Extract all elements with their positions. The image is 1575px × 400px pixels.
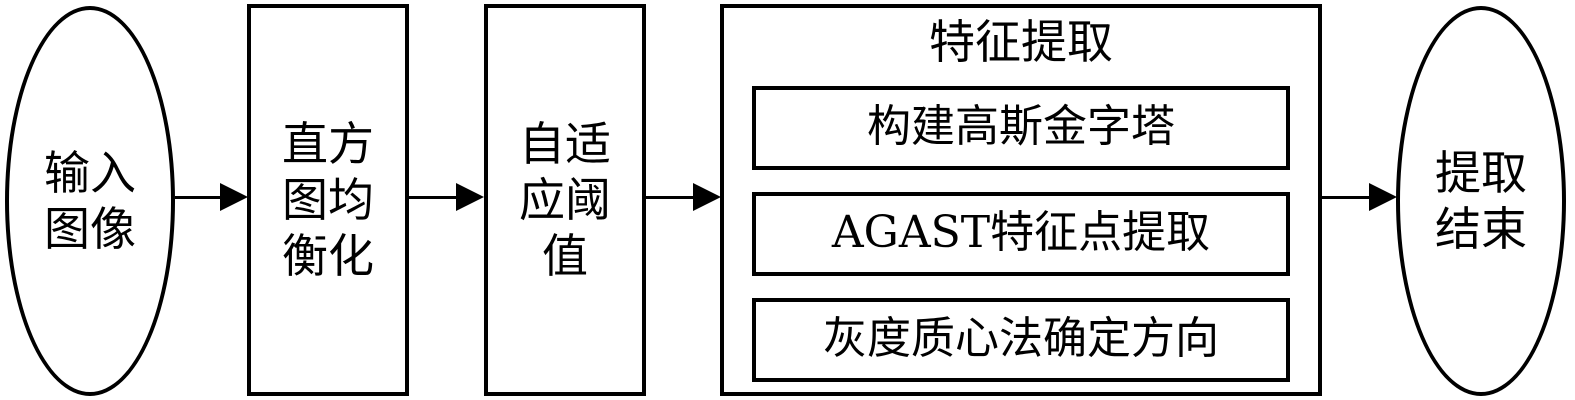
arrowhead-2: [456, 183, 484, 211]
arrow-start-to-histogram: [175, 196, 223, 199]
start-node-label: 输入 图像: [44, 146, 136, 256]
start-node: 输入 图像: [5, 6, 175, 396]
histogram-equalization-label: 直方 图均 衡化: [282, 117, 374, 283]
substep-agast-keypoints: AGAST特征点提取: [752, 192, 1290, 276]
arrow-threshold-to-feature: [646, 196, 696, 199]
arrow-histogram-to-threshold: [409, 196, 459, 199]
end-node: 提取 结束: [1396, 6, 1566, 396]
feature-extraction-title: 特征提取: [929, 15, 1113, 69]
arrowhead-3: [693, 183, 721, 211]
substep-intensity-centroid: 灰度质心法确定方向: [752, 298, 1290, 382]
arrowhead-1: [220, 183, 248, 211]
arrow-feature-to-end: [1322, 196, 1372, 199]
end-node-label: 提取 结束: [1435, 146, 1527, 256]
adaptive-threshold-label: 自适 应阈 值: [519, 117, 611, 283]
substep-gaussian-pyramid: 构建高斯金字塔: [752, 86, 1290, 170]
histogram-equalization-box: 直方 图均 衡化: [247, 4, 409, 396]
feature-extraction-box: 特征提取 构建高斯金字塔 AGAST特征点提取 灰度质心法确定方向: [720, 4, 1322, 396]
adaptive-threshold-box: 自适 应阈 值: [484, 4, 646, 396]
arrowhead-4: [1369, 183, 1397, 211]
